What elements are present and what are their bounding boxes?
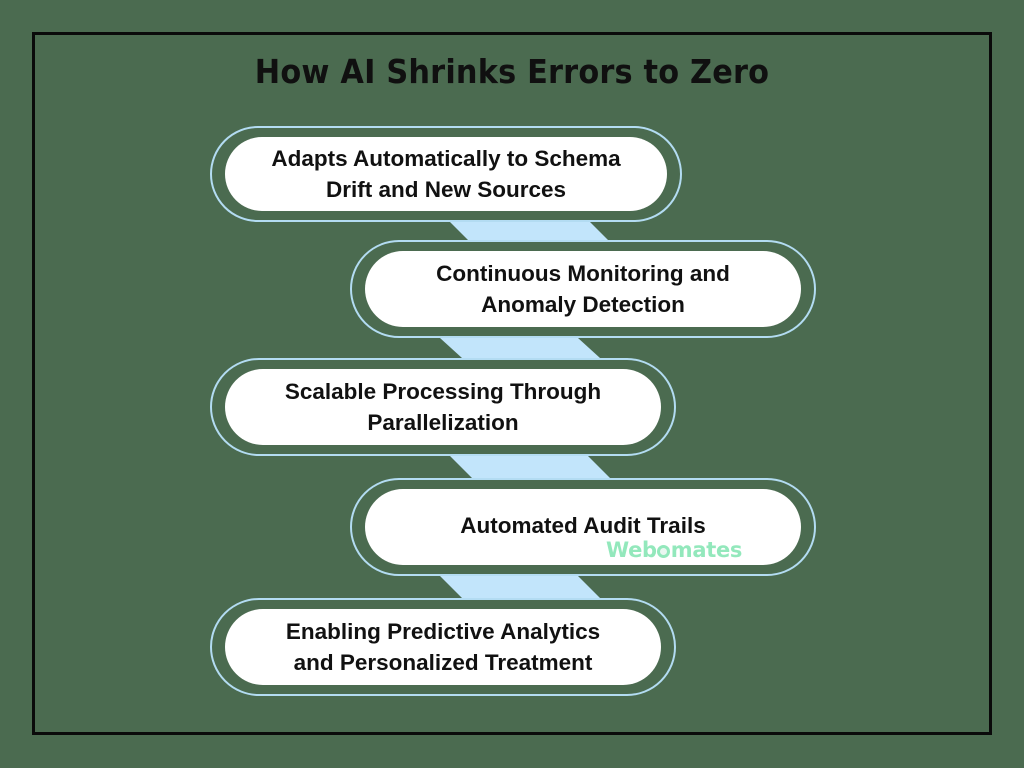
step-pill-5[interactable]: Enabling Predictive Analytics and Person… xyxy=(210,598,676,696)
webomates-watermark: Web mates xyxy=(606,538,742,562)
step-pill-2-body: Continuous Monitoring and Anomaly Detect… xyxy=(365,251,801,327)
step-pill-4-label: Automated Audit Trails xyxy=(460,513,706,539)
step-pill-1-body: Adapts Automatically to Schema Drift and… xyxy=(225,137,667,211)
step-pill-5-label: Enabling Predictive Analytics and Person… xyxy=(285,618,601,675)
webomates-ring-icon xyxy=(657,544,671,558)
step-pill-4-body: Automated Audit Trails xyxy=(365,489,801,565)
step-pill-2[interactable]: Continuous Monitoring and Anomaly Detect… xyxy=(350,240,816,338)
step-pill-1-label: Adapts Automatically to Schema Drift and… xyxy=(271,145,621,202)
page-title: How AI Shrinks Errors to Zero xyxy=(254,52,770,91)
step-pill-4[interactable]: Automated Audit Trails xyxy=(350,478,816,576)
watermark-text-left: Web xyxy=(606,538,657,562)
step-pill-1[interactable]: Adapts Automatically to Schema Drift and… xyxy=(210,126,682,222)
step-pill-3[interactable]: Scalable Processing Through Parallelizat… xyxy=(210,358,676,456)
step-pill-2-label: Continuous Monitoring and Anomaly Detect… xyxy=(436,260,730,317)
watermark-text-right: mates xyxy=(670,538,743,562)
step-pill-3-body: Scalable Processing Through Parallelizat… xyxy=(225,369,661,445)
step-pill-3-label: Scalable Processing Through Parallelizat… xyxy=(284,378,602,435)
step-pill-5-body: Enabling Predictive Analytics and Person… xyxy=(225,609,661,685)
